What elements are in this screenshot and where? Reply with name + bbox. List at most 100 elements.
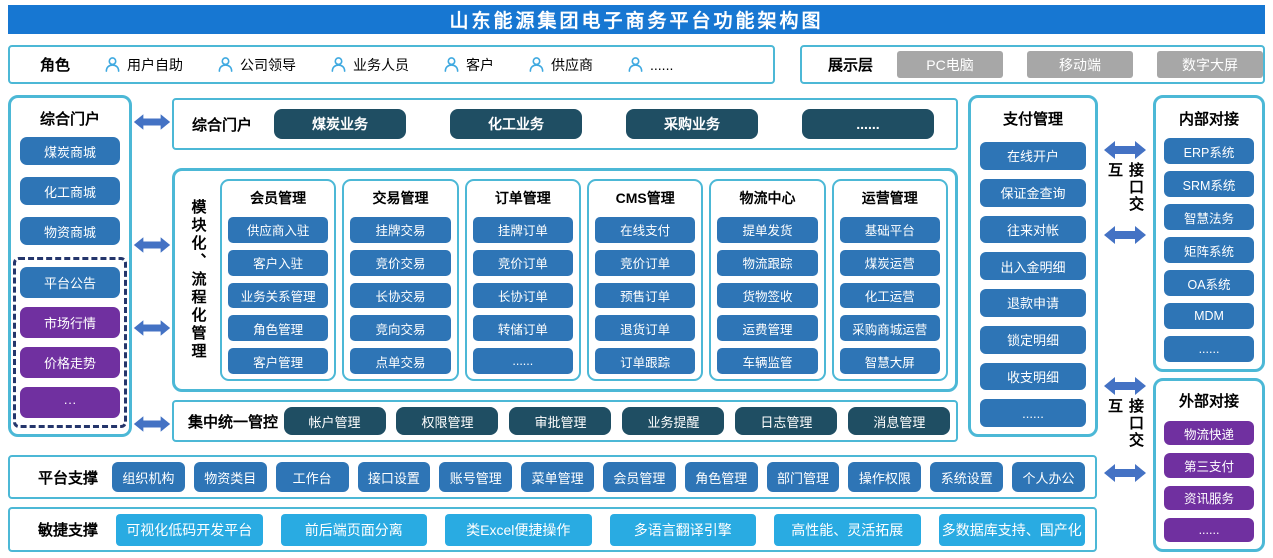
portal-item: 市场行情	[20, 307, 120, 338]
role-item-label: 用户自助	[127, 56, 184, 73]
modules-panel: 模块化、流程化管理 会员管理 供应商入驻 客户入驻 业务关系管理 角色管理 客户…	[172, 168, 958, 392]
role-item-label: 供应商	[551, 56, 594, 73]
central-control-row: 集中统一管控 帐户管理 权限管理 审批管理 业务提醒 日志管理 消息管理	[172, 400, 958, 442]
business-item: 化工业务	[449, 109, 582, 139]
module-column-title: 会员管理	[250, 189, 307, 206]
payment-item: ......	[980, 399, 1086, 427]
display-item-mobile: 移动端	[1027, 51, 1134, 78]
module-item: 客户入驻	[228, 249, 329, 276]
business-item: 采购业务	[625, 109, 758, 139]
module-column-title: 物流中心	[739, 189, 796, 206]
central-control-label: 集中统一管控	[188, 413, 279, 431]
double-arrow-icon	[133, 237, 171, 253]
module-column-order: 订单管理 挂牌订单 竞价订单 长协订单 转储订单 ......	[464, 179, 581, 381]
control-item: 权限管理	[396, 407, 499, 435]
external-item: 资讯服务	[1164, 485, 1254, 510]
external-item: ......	[1164, 517, 1254, 542]
module-column-title: 交易管理	[372, 189, 429, 206]
module-item: 车辆监管	[717, 348, 818, 374]
module-item: ......	[472, 348, 573, 374]
platform-item: 角色管理	[684, 462, 758, 492]
portal-item: 化工商城	[20, 177, 120, 205]
portal-sidebar: 综合门户 煤炭商城 化工商城 物资商城 平台公告 市场行情 价格走势 ···	[8, 95, 132, 437]
module-item: 竞向交易	[350, 315, 451, 342]
role-item-label: 业务人员	[353, 56, 410, 73]
portal-item: 煤炭商城	[20, 137, 120, 165]
module-item: 挂牌订单	[472, 216, 573, 243]
control-item: 审批管理	[509, 407, 612, 435]
module-item: 货物签收	[717, 282, 818, 309]
agile-item: 前后端页面分离	[280, 513, 428, 546]
agile-item: 可视化低码开发平台	[116, 513, 263, 546]
module-item: 业务关系管理	[228, 282, 329, 309]
platform-item: 系统设置	[930, 462, 1004, 492]
module-item: 竞价订单	[594, 249, 696, 276]
platform-item: 工作台	[275, 462, 349, 492]
display-layer-label: 展示层	[828, 57, 874, 74]
double-arrow-icon	[133, 416, 171, 432]
module-column-logistics: 物流中心 提单发货 物流跟踪 货物签收 运费管理 车辆监管	[709, 179, 826, 381]
payment-item: 出入金明细	[980, 252, 1086, 280]
role-item: 客户	[443, 55, 494, 75]
agile-item: 多数据库支持、国产化	[938, 513, 1086, 546]
page-title: 山东能源集团电子商务平台功能架构图	[8, 5, 1265, 34]
internal-item: ......	[1164, 336, 1254, 362]
display-layer-panel: 展示层 PC电脑 移动端 数字大屏	[800, 45, 1265, 84]
module-item: 转储订单	[472, 315, 573, 342]
interface-interaction-label: 接口交互	[1106, 398, 1144, 449]
display-item-pc: PC电脑	[897, 51, 1004, 78]
module-item: 客户管理	[228, 348, 329, 374]
double-arrow-icon	[1104, 377, 1146, 395]
platform-support-row: 平台支撑 组织机构 物资类目 工作台 接口设置 账号管理 菜单管理 会员管理 角…	[8, 455, 1097, 499]
module-column-title: 运营管理	[861, 189, 918, 206]
role-item: ......	[627, 56, 673, 73]
portal-dashed-group: 平台公告 市场行情 价格走势 ···	[13, 257, 127, 428]
module-item: 竞价交易	[350, 249, 451, 276]
payment-item: 退款申请	[980, 289, 1086, 317]
payment-item: 在线开户	[980, 142, 1086, 170]
user-icon	[529, 57, 544, 72]
module-column-trade: 交易管理 挂牌交易 竞价交易 长协交易 竞向交易 点单交易	[342, 179, 459, 381]
internal-item: MDM	[1164, 303, 1254, 329]
user-icon	[105, 57, 120, 72]
external-item: 第三支付	[1164, 453, 1254, 478]
agile-item: 高性能、灵活拓展	[774, 513, 921, 546]
module-item: 长协订单	[472, 282, 573, 309]
module-item: 在线支付	[594, 216, 696, 243]
double-arrow-icon	[1104, 464, 1146, 482]
role-item: 业务人员	[330, 55, 409, 75]
portal-item: ···	[20, 387, 120, 418]
control-item: 帐户管理	[283, 407, 386, 435]
role-item: 供应商	[528, 55, 593, 75]
portal-row-label: 综合门户	[192, 116, 253, 134]
double-arrow-icon	[133, 114, 171, 130]
platform-item: 组织机构	[112, 462, 185, 492]
module-column-title: 订单管理	[494, 189, 551, 206]
portal-business-row: 综合门户 煤炭业务 化工业务 采购业务 ......	[172, 98, 958, 150]
central-control-items: 帐户管理 权限管理 审批管理 业务提醒 日志管理 消息管理	[278, 407, 956, 435]
module-item: 物流跟踪	[717, 249, 818, 276]
roles-panel: 角色 用户自助 公司领导 业务人员 客户 供应商 ......	[8, 45, 775, 84]
agile-support-label: 敏捷支撑	[38, 522, 99, 539]
platform-item: 会员管理	[602, 462, 676, 492]
double-arrow-icon	[133, 320, 171, 336]
agile-item: 类Excel便捷操作	[445, 513, 592, 546]
display-item-bigscreen: 数字大屏	[1157, 51, 1264, 78]
module-item: 提单发货	[717, 216, 818, 243]
user-icon	[331, 57, 346, 72]
double-arrow-icon	[1104, 141, 1146, 159]
user-icon	[218, 57, 233, 72]
payment-item: 往来对帐	[980, 215, 1086, 244]
agile-support-row: 敏捷支撑 可视化低码开发平台 前后端页面分离 类Excel便捷操作 多语言翻译引…	[8, 507, 1097, 552]
agile-support-items: 可视化低码开发平台 前后端页面分离 类Excel便捷操作 多语言翻译引擎 高性能…	[116, 513, 1086, 546]
portal-item: 平台公告	[20, 267, 120, 298]
portal-item: 价格走势	[20, 347, 120, 378]
platform-item: 菜单管理	[521, 462, 594, 492]
internal-item: 智慧法务	[1164, 204, 1254, 230]
module-item: 运费管理	[717, 315, 818, 342]
payment-item: 锁定明细	[980, 325, 1086, 354]
modules-vertical-label: 模块化、流程化管理	[189, 199, 207, 361]
module-column-operation: 运营管理 基础平台 煤炭运营 化工运营 采购商城运营 智慧大屏	[831, 179, 948, 381]
module-item: 点单交易	[350, 348, 451, 374]
